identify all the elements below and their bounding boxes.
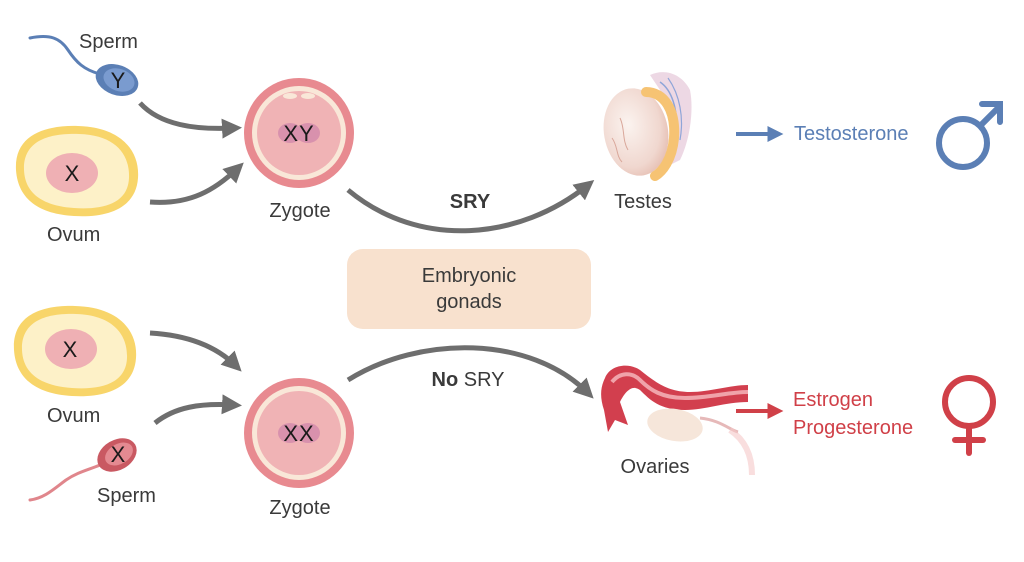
sperm-bottom-chromosome: X (110, 442, 126, 467)
ovaries-icon (601, 365, 755, 476)
testosterone-label: Testosterone (794, 123, 909, 145)
ovum-bottom-icon (13, 305, 137, 397)
female-symbol-icon (942, 375, 996, 456)
sperm-top-label: Sperm (79, 31, 138, 53)
estrogen-label: Estrogen (793, 389, 874, 411)
arrow-ovum-to-zygote-bottom (149, 330, 242, 372)
zygote-xx-icon (244, 378, 354, 488)
ovaries-label: Ovaries (620, 456, 690, 478)
no-sry-label: No SRY (432, 370, 505, 390)
ovum-bottom-label: Ovum (47, 405, 101, 427)
zygote-top-chromosomes: XY (283, 121, 315, 146)
arrow-ovum-to-zygote-top (149, 162, 244, 205)
male-symbol-icon (936, 101, 1003, 170)
arrow-no-sry-to-ovaries (346, 345, 594, 399)
testes-icon (603, 72, 692, 181)
embryonic-gonads-line1: Embryonic (421, 265, 517, 287)
embryonic-gonads-line2: gonads (436, 291, 502, 313)
arrow-sperm-to-zygote-bottom (153, 394, 242, 425)
sperm-x-icon (28, 438, 137, 502)
embryonic-gonads-box: Embryonic gonads (347, 249, 591, 329)
zygote-bottom-label: Zygote (269, 497, 331, 519)
progesterone-label: Progesterone (793, 417, 914, 439)
sperm-y-icon (28, 35, 139, 96)
ovum-bottom-chromosome: X (62, 337, 78, 362)
testes-label: Testes (614, 191, 672, 213)
ovum-top-label: Ovum (47, 224, 101, 246)
sry-label: SRY (449, 191, 491, 213)
no-sry-bold: No (431, 369, 459, 391)
sperm-bottom-label: Sperm (97, 485, 156, 507)
zygote-bottom-chromosomes: XX (283, 421, 315, 446)
zygote-xy-icon (244, 78, 354, 188)
arrow-sry-to-testes (346, 179, 595, 234)
arrow-sperm-to-zygote-top (138, 101, 242, 139)
sperm-top-chromosome: Y (110, 68, 126, 93)
zygote-top-label: Zygote (269, 200, 331, 222)
no-sry-rest: SRY (458, 369, 505, 391)
ovum-top-chromosome: X (64, 161, 80, 186)
ovum-top-icon (15, 125, 139, 217)
